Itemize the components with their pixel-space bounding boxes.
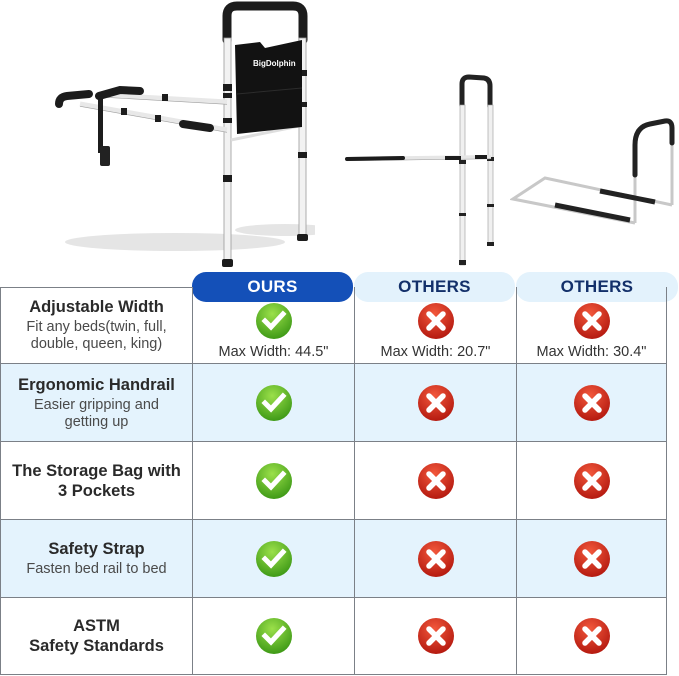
x-circle-icon [573, 618, 610, 654]
check-circle-icon [255, 540, 292, 577]
feature-subtitle-line: Fasten bed rail to bed [26, 561, 167, 577]
table-row-astm-safety-standards: ASTM Safety Standards [0, 598, 667, 675]
feature-title-line: ASTM [73, 617, 120, 635]
feature-cell: Ergonomic Handrail Easier gripping and g… [0, 364, 192, 441]
feature-title: Safety Strap [48, 540, 145, 558]
product-image-others-1 [345, 70, 510, 270]
feature-subtitle: Fit any beds(twin, full, double, queen, … [26, 319, 166, 353]
feature-subtitle-line: Fit any beds(twin, full, [26, 319, 167, 335]
feature-cell: The Storage Bag with 3 Pockets [0, 442, 192, 519]
value-cell-ours [192, 520, 354, 597]
feature-cell: Adjustable Width Fit any beds(twin, full… [0, 287, 192, 363]
value-cell-others-2 [516, 598, 667, 674]
value-cell-ours [192, 442, 354, 519]
x-circle-icon [417, 618, 454, 654]
max-width-note: Max Width: 20.7" [380, 344, 491, 360]
table-row-ergonomic-handrail: Ergonomic Handrail Easier gripping and g… [0, 364, 667, 442]
x-circle-icon [573, 384, 610, 421]
feature-title-line: The Storage Bag with [12, 461, 181, 480]
product-image-ours: BigDolphin [55, 0, 335, 272]
table-row-adjustable-width: Adjustable Width Fit any beds(twin, full… [0, 287, 667, 364]
feature-title-line: Safety Standards [29, 637, 164, 655]
x-circle-icon [417, 462, 454, 499]
x-circle-icon [417, 303, 454, 339]
x-circle-icon [417, 384, 454, 421]
value-cell-others-1 [354, 364, 516, 441]
x-circle-icon [573, 462, 610, 499]
table-row-safety-strap: Safety Strap Fasten bed rail to bed [0, 520, 667, 598]
value-cell-ours [192, 364, 354, 441]
value-cell-others-2 [516, 364, 667, 441]
bed-rail-others-1-illustration [345, 74, 494, 266]
value-cell-others-1 [354, 442, 516, 519]
value-cell-others-1: Max Width: 20.7" [354, 287, 516, 363]
product-image-others-2 [509, 115, 679, 230]
feature-subtitle-line: Easier gripping and [34, 396, 159, 413]
table-top-border [0, 287, 192, 288]
bed-rail-ours-illustration: BigDolphin [55, 1, 335, 267]
x-circle-icon [573, 303, 610, 339]
x-circle-icon [417, 540, 454, 577]
feature-title: ASTM Safety Standards [29, 616, 164, 656]
table-row-storage-bag: The Storage Bag with 3 Pockets [0, 442, 667, 520]
value-cell-ours: Max Width: 44.5" [192, 287, 354, 363]
column-header-ours: OURS [192, 272, 353, 302]
check-circle-icon [255, 618, 292, 654]
check-circle-icon [255, 462, 292, 499]
bed-rail-others-2-illustration [509, 118, 675, 225]
feature-title-line: 3 Pockets [57, 481, 136, 500]
brand-label: BigDolphin [253, 59, 296, 68]
value-cell-others-1 [354, 520, 516, 597]
feature-subtitle: Fasten bed rail to bed [26, 561, 166, 578]
value-cell-others-2 [516, 442, 667, 519]
column-header-others-2: OTHERS [516, 272, 678, 302]
value-cell-others-1 [354, 598, 516, 674]
column-header-others-1: OTHERS [354, 272, 515, 302]
feature-subtitle-line: getting up [64, 413, 129, 430]
check-circle-icon [255, 384, 292, 421]
feature-subtitle-line: double, queen, king) [30, 336, 163, 352]
feature-cell: Safety Strap Fasten bed rail to bed [0, 520, 192, 597]
max-width-note: Max Width: 44.5" [218, 344, 329, 360]
feature-cell: ASTM Safety Standards [0, 598, 192, 674]
max-width-note: Max Width: 30.4" [536, 344, 647, 360]
feature-subtitle: Easier gripping and getting up [34, 397, 159, 431]
value-cell-others-2 [516, 520, 667, 597]
check-circle-icon [255, 303, 292, 339]
product-images: BigDolphin [0, 0, 679, 272]
value-cell-ours [192, 598, 354, 674]
x-circle-icon [573, 540, 610, 577]
feature-title: The Storage Bag with 3 Pockets [12, 461, 181, 501]
feature-title: Adjustable Width [29, 298, 164, 316]
feature-title: Ergonomic Handrail [18, 375, 175, 394]
value-cell-others-2: Max Width: 30.4" [516, 287, 667, 363]
